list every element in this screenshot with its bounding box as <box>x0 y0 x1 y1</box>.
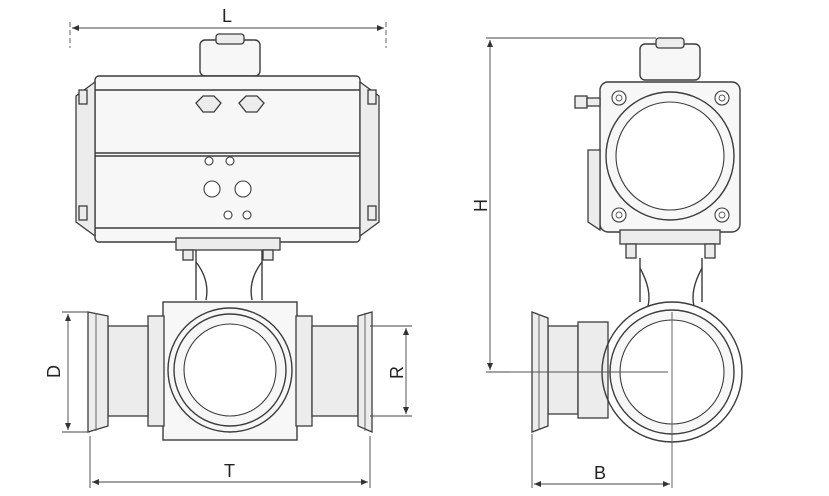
dimension-label-h: H <box>471 199 491 212</box>
dimension-label-l: L <box>222 6 232 26</box>
side-actuator-top <box>639 37 701 81</box>
dimension-l: L <box>69 6 387 48</box>
dimension-t: T <box>89 436 371 488</box>
dimension-label-b: B <box>594 463 606 483</box>
actuator-body <box>75 75 380 243</box>
dimension-label-r: R <box>387 366 407 379</box>
side-actuator-body <box>574 81 741 259</box>
dimension-label-t: T <box>224 461 235 481</box>
valve-body <box>87 301 373 441</box>
dimension-d: D <box>44 311 90 433</box>
front-view: L D R T <box>44 6 412 488</box>
mounting-bracket <box>175 237 281 301</box>
side-view: H B <box>471 37 743 488</box>
side-stem-bracket <box>639 258 703 307</box>
dimension-label-d: D <box>44 365 64 378</box>
actuator-top-cap <box>199 33 261 77</box>
dimension-b: B <box>531 434 670 488</box>
side-valve-body <box>504 301 743 488</box>
dimension-h: H <box>471 37 656 373</box>
dimension-r: R <box>370 325 412 417</box>
